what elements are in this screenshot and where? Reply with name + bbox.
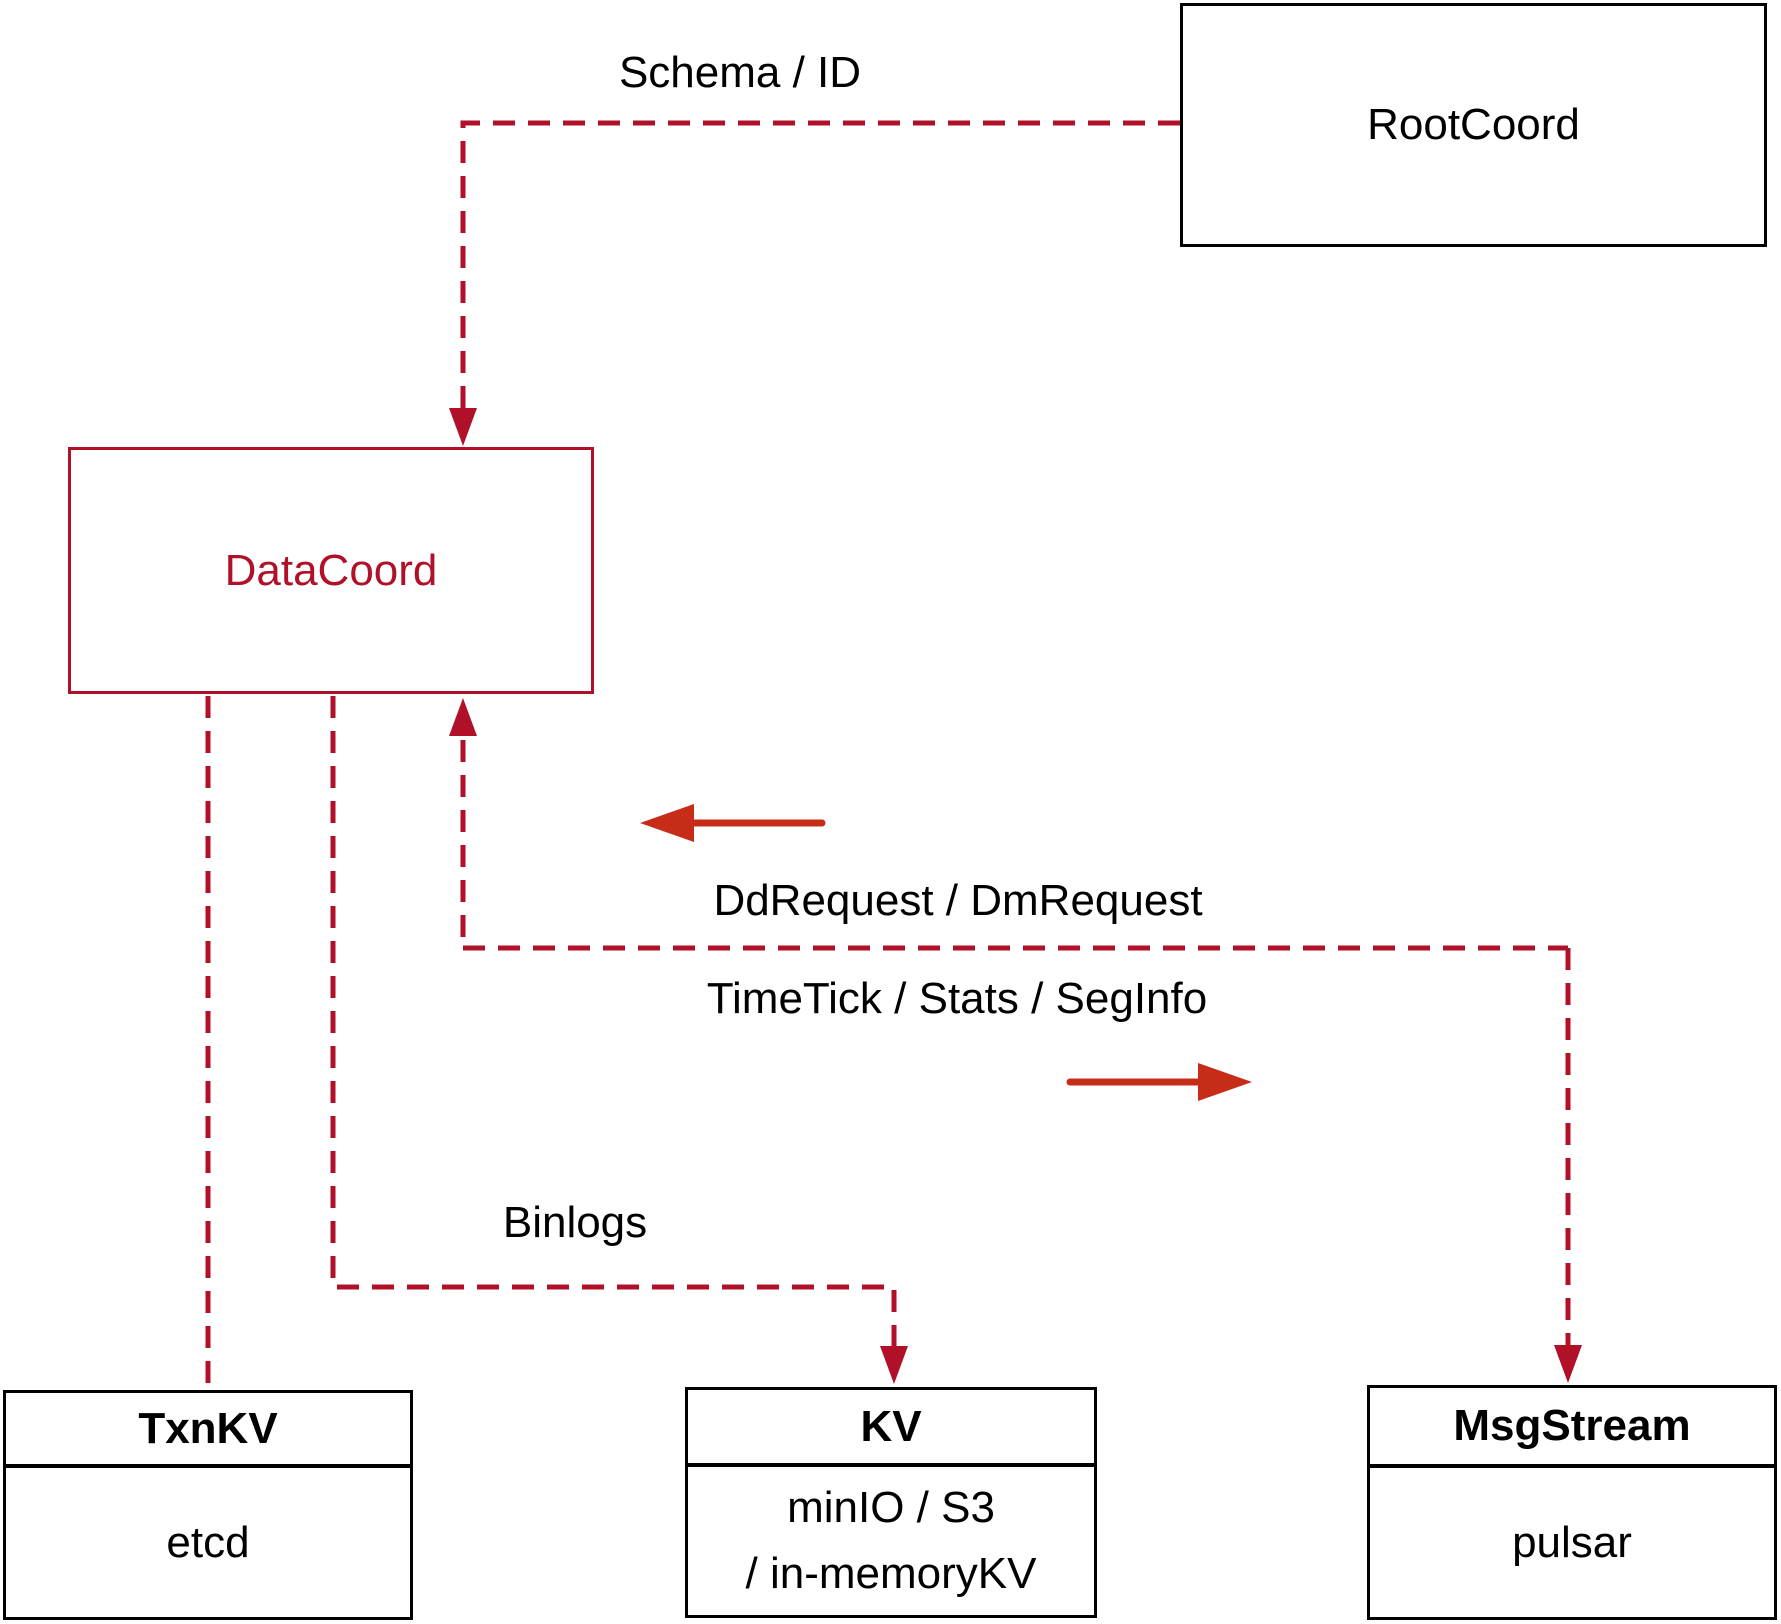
- kv-header: KV: [688, 1390, 1094, 1467]
- edge-label-dd-dm-request: DdRequest / DmRequest: [713, 876, 1203, 925]
- datacoord-label: DataCoord: [224, 545, 438, 595]
- txnkv-header: TxnKV: [6, 1393, 410, 1468]
- kv-body: minIO / S3 / in-memoryKV: [688, 1467, 1094, 1615]
- node-kv: KV minIO / S3 / in-memoryKV: [685, 1387, 1097, 1618]
- rootcoord-label: RootCoord: [1367, 100, 1580, 149]
- kv-title: KV: [860, 1401, 922, 1451]
- solid-arrow-left-icon: [640, 804, 826, 842]
- node-rootcoord: RootCoord: [1180, 3, 1767, 247]
- edge-schema-id-line: [460, 120, 1180, 410]
- txnkv-impl: etcd: [166, 1517, 250, 1567]
- node-datacoord: DataCoord: [68, 447, 594, 694]
- kv-impl-line2: / in-memoryKV: [745, 1549, 1037, 1598]
- node-msgstream: MsgStream pulsar: [1367, 1385, 1777, 1620]
- arrowhead-into-datacoord-bottom-icon: [449, 698, 477, 736]
- edge-label-timetick-stats-seginfo: TimeTick / Stats / SegInfo: [706, 974, 1208, 1023]
- kv-impl-line1: minIO / S3: [787, 1483, 995, 1532]
- txnkv-body: etcd: [6, 1468, 410, 1617]
- msgstream-title: MsgStream: [1453, 1401, 1691, 1450]
- msgstream-impl: pulsar: [1512, 1517, 1632, 1567]
- msgstream-body: pulsar: [1370, 1468, 1774, 1617]
- msgstream-header: MsgStream: [1370, 1388, 1774, 1468]
- arrowhead-into-kv-icon: [880, 1346, 908, 1384]
- edge-binlogs-line: [330, 696, 897, 1346]
- node-txnkv: TxnKV etcd: [3, 1390, 413, 1620]
- edge-label-schema-id: Schema / ID: [618, 48, 862, 97]
- arrowhead-into-msgstream-icon: [1554, 1345, 1582, 1383]
- edge-label-binlogs: Binlogs: [502, 1198, 648, 1247]
- solid-arrow-right-icon: [1066, 1063, 1252, 1101]
- arrowhead-into-datacoord-top-icon: [449, 408, 477, 446]
- txnkv-title: TxnKV: [138, 1403, 278, 1453]
